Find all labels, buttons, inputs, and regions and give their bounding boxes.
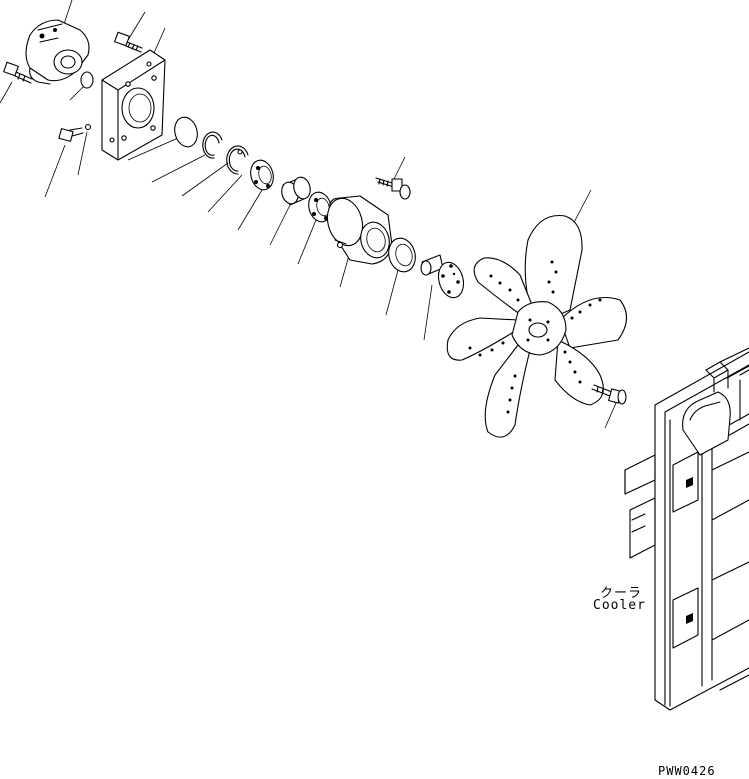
- fan-shaft: [420, 254, 465, 299]
- plug-fitting: [58, 127, 84, 142]
- cooler-label-jp: クーラ: [600, 586, 643, 601]
- bolt-left: [3, 61, 33, 84]
- bolt-washer-mid: [375, 177, 411, 200]
- cooler-radiator: [624, 347, 749, 711]
- fan-bolt: [591, 384, 627, 405]
- bearing-2: [308, 191, 332, 223]
- bolt-top: [114, 31, 143, 53]
- o-ring-small: [80, 71, 94, 89]
- spacer-bushing: [281, 176, 311, 206]
- cooler-label-en: Cooler: [593, 598, 646, 613]
- drawing-code: PWW0426: [658, 764, 716, 778]
- snap-ring-2: [226, 145, 249, 175]
- mounting-plate: [101, 49, 166, 161]
- cooling-fan: [446, 214, 628, 438]
- oil-seal: [388, 237, 416, 273]
- ball-small: [84, 123, 92, 131]
- gasket: [174, 116, 198, 148]
- bearing-1: [250, 159, 274, 191]
- snap-ring-1: [202, 131, 223, 159]
- fan-rivets: [468, 260, 602, 414]
- bearing-housing: [326, 195, 393, 265]
- hydraulic-motor: [25, 19, 90, 85]
- leader-lines: [0, 0, 617, 429]
